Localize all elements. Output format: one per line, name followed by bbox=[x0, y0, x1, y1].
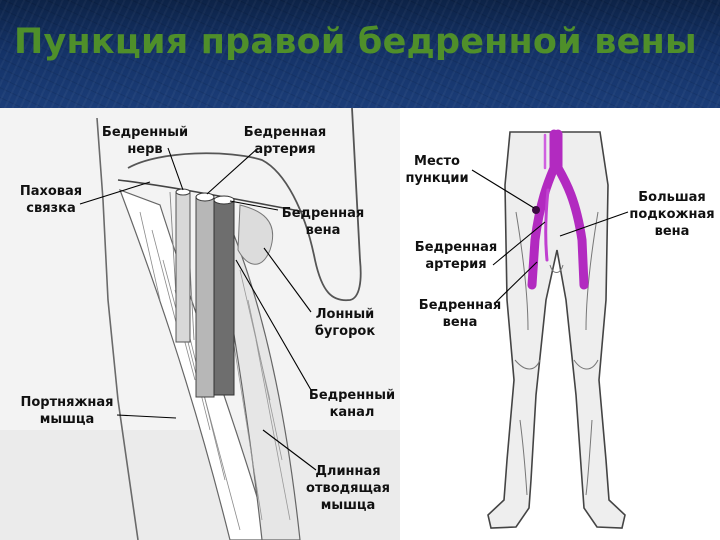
anatomy-diagrams bbox=[0, 108, 629, 540]
title-banner: Пункция правой бедренной вены bbox=[0, 0, 720, 108]
femoral-triangle-illustration bbox=[0, 108, 400, 540]
legs-illustration bbox=[471, 129, 629, 529]
banner-texture bbox=[0, 0, 720, 108]
page-title: Пункция правой бедренной вены bbox=[14, 22, 697, 62]
